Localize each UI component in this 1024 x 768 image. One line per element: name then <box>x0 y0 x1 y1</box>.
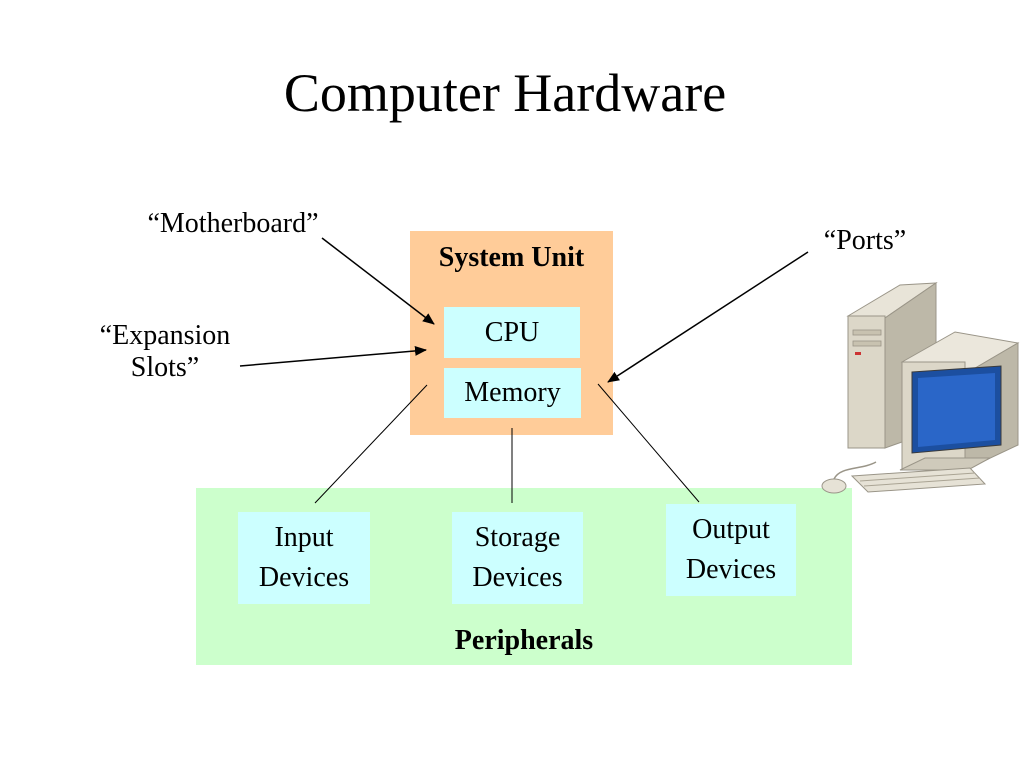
input-devices-line2: Devices <box>258 562 350 593</box>
page-title: Computer Hardware <box>283 63 727 123</box>
memory-box: Memory <box>444 368 581 418</box>
expansion-slots-line1: “Expansion <box>99 320 231 351</box>
storage-devices-box: Storage Devices <box>452 512 583 604</box>
output-devices-line1: Output <box>692 514 770 545</box>
cpu-box: CPU <box>444 307 580 358</box>
output-devices-box: Output Devices <box>666 504 796 596</box>
storage-devices-line1: Storage <box>474 522 561 553</box>
motherboard-arrow <box>321 237 435 325</box>
input-devices-line1: Input <box>274 522 334 553</box>
input-devices-box: Input Devices <box>238 512 370 604</box>
motherboard-callout: “Motherboard” <box>147 208 319 239</box>
peripherals-label: Peripherals <box>454 625 594 656</box>
expansion-slots-arrow <box>239 345 427 367</box>
expansion-slots-line2: Slots” <box>130 352 200 383</box>
output-devices-line2: Devices <box>685 554 777 585</box>
output-connector-line <box>597 383 700 503</box>
ports-callout: “Ports” <box>823 225 907 256</box>
expansion-slots-callout: “Expansion Slots” <box>70 320 260 384</box>
storage-devices-line2: Devices <box>472 562 563 593</box>
system-unit-label: System Unit <box>438 242 585 273</box>
input-connector-line <box>314 384 428 504</box>
ports-arrow <box>607 251 809 383</box>
